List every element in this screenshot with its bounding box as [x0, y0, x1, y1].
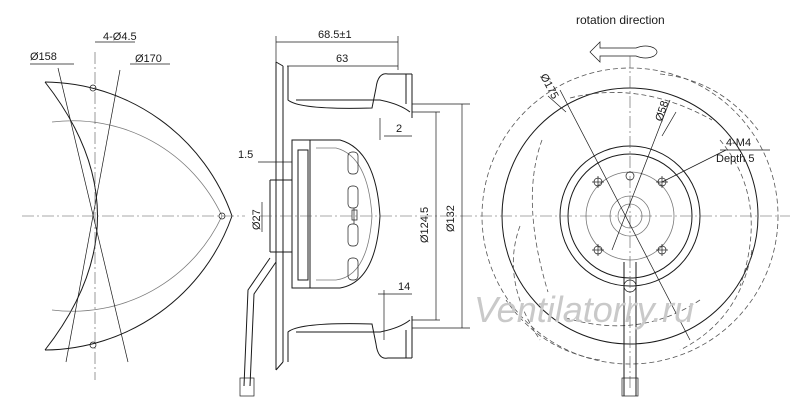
dim-overall-depth: 68.5±1	[318, 29, 352, 41]
dim-d58: Ø58	[653, 99, 671, 122]
dim-d170: Ø170	[135, 53, 162, 65]
motor-cooling-slots	[347, 151, 359, 281]
dim-flange: 1.5	[238, 149, 253, 161]
dim-gap: 2	[396, 123, 402, 135]
dim-thread-m4: 4-M4	[726, 137, 751, 149]
watermark: Ventilatorry.ru	[474, 289, 694, 330]
rotation-direction-label: rotation direction	[576, 13, 665, 27]
dim-depth: 63	[336, 53, 348, 65]
dim-height: 14	[398, 281, 410, 293]
dim-d158: Ø158	[30, 51, 57, 63]
dim-thread-depth: Depth 5	[716, 153, 755, 165]
dim-d124-5: Ø124.5	[419, 207, 431, 243]
left-inlet-view: Ø158 4-Ø4.5 Ø170	[22, 31, 245, 380]
front-impeller-view: rotation direction	[480, 13, 790, 397]
dim-d175: Ø175	[537, 72, 560, 101]
dim-shaft-d27: Ø27	[251, 209, 263, 230]
threaded-holes	[592, 171, 668, 256]
dim-mounting-holes: 4-Ø4.5	[103, 31, 137, 43]
rotation-arrow-icon	[589, 41, 658, 63]
dim-d132: Ø132	[445, 205, 457, 232]
side-section-view: 68.5±1 63	[238, 29, 480, 397]
